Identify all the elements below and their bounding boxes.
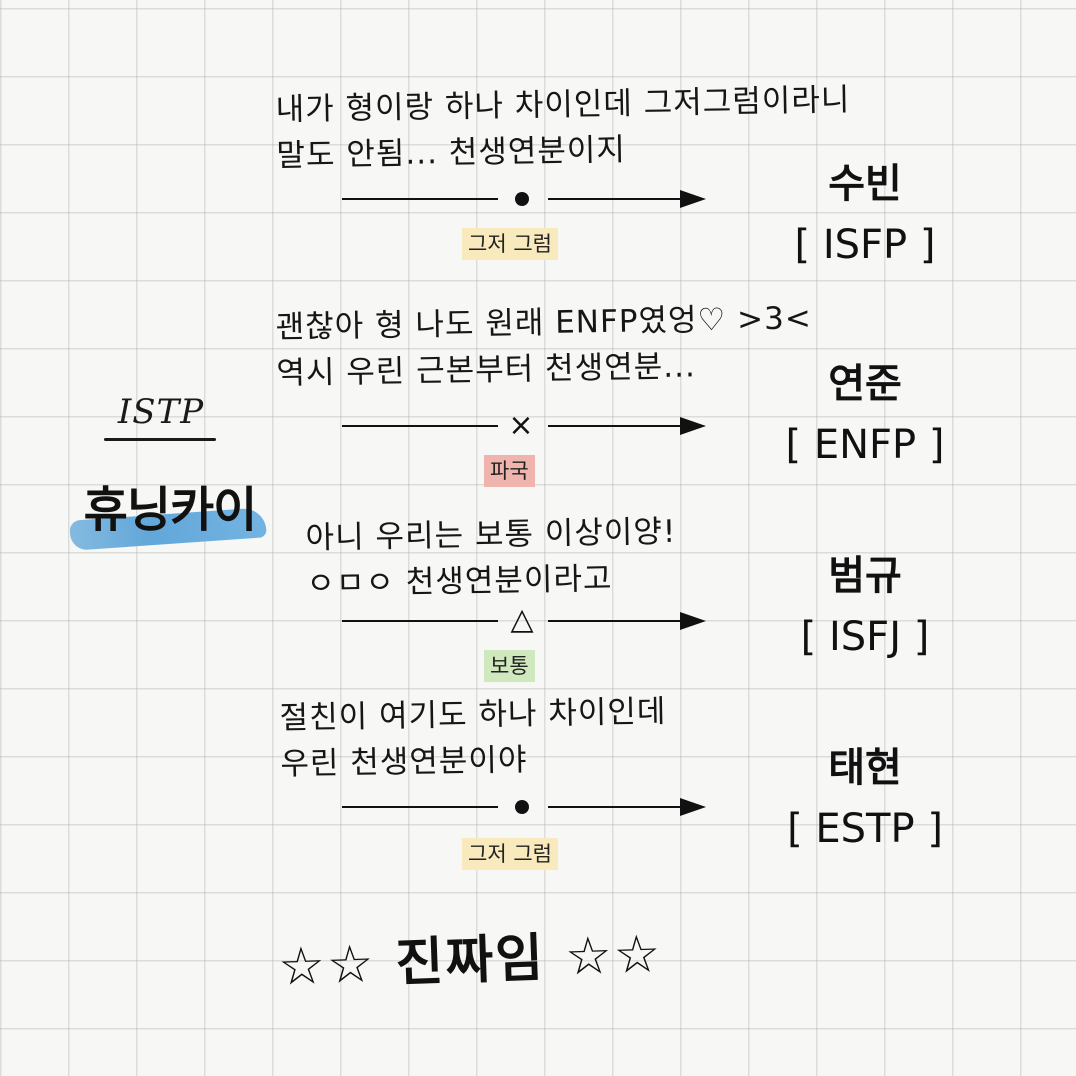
arrow-head-icon: [680, 190, 706, 208]
subject-name: 휴닝카이: [83, 482, 258, 538]
row-1-member: 수빈 [ ISFP ]: [760, 156, 970, 274]
row-1-arrow-left: [342, 198, 498, 200]
row-3-arrow-right: [548, 620, 682, 622]
row-2-result-tag: 파국: [484, 455, 535, 487]
arrow-head-icon: [680, 612, 706, 630]
row-2-member-name: 연준: [828, 361, 902, 407]
arrow-head-icon: [680, 798, 706, 816]
row-4-member: 태현 [ ESTP ]: [756, 740, 974, 858]
row-1-note-line2: 말도 안됨... 천생연분이지: [276, 131, 627, 175]
row-4-note-line2: 우린 천생연분이야: [280, 742, 528, 783]
row-2-arrow-left: [342, 425, 498, 427]
row-4-member-mbti: [ ESTP ]: [787, 806, 943, 852]
row-1-arrow-right: [548, 198, 682, 200]
footer-note: ☆☆ 진짜임 ☆☆: [277, 924, 664, 998]
row-3-result-tag: 보통: [484, 650, 535, 682]
row-1-member-mbti: [ ISFP ]: [794, 222, 936, 268]
row-3-arrow-left: [342, 620, 498, 622]
row-3-member-mbti: [ ISFJ ]: [800, 614, 930, 660]
row-3-note-line2: ㅇㅁㅇ 천생연분이라고: [306, 560, 613, 603]
arrow-head-icon: [680, 417, 706, 435]
row-2-note: 괜찮아 형 나도 원래 ENFP였엉♡ >3< 역시 우린 근본부터 천생연분.…: [275, 295, 813, 396]
row-1-result-tag: 그저 그럼: [462, 228, 558, 260]
dot-icon: [515, 192, 529, 206]
row-2-arrow-right: [548, 425, 682, 427]
row-3-member: 범규 [ ISFJ ]: [760, 548, 970, 666]
row-2-note-line1: 괜찮아 형 나도 원래 ENFP였엉♡ >3<: [275, 300, 813, 346]
row-3-note-line1: 아니 우리는 보통 이상이양!: [305, 513, 677, 557]
subject-mbti: ISTP: [117, 392, 205, 432]
cross-icon: ×: [508, 408, 534, 443]
row-1-note-line1: 내가 형이랑 하나 차이인데 그저그럼이라니: [275, 81, 851, 129]
triangle-icon: △: [510, 602, 534, 637]
row-4-member-name: 태현: [828, 745, 902, 791]
row-4-result-tag: 그저 그럼: [462, 838, 558, 870]
row-2-member: 연준 [ ENFP ]: [742, 356, 988, 474]
row-3-member-name: 범규: [828, 553, 902, 599]
row-2-member-mbti: [ ENFP ]: [785, 422, 945, 468]
dot-icon: [515, 800, 529, 814]
row-1-member-name: 수빈: [828, 161, 902, 207]
row-4-arrow-left: [342, 806, 498, 808]
row-3-note: 아니 우리는 보통 이상이양! ㅇㅁㅇ 천생연분이라고: [305, 509, 677, 607]
row-4-arrow-right: [548, 806, 682, 808]
row-4-note: 절친이 여기도 하나 차이인데 우린 천생연분이야: [279, 689, 667, 788]
row-2-note-line2: 역시 우린 근본부터 천생연분...: [276, 348, 697, 392]
subject-mbti-underline: [104, 438, 216, 441]
row-4-note-line1: 절친이 여기도 하나 차이인데: [279, 693, 667, 737]
